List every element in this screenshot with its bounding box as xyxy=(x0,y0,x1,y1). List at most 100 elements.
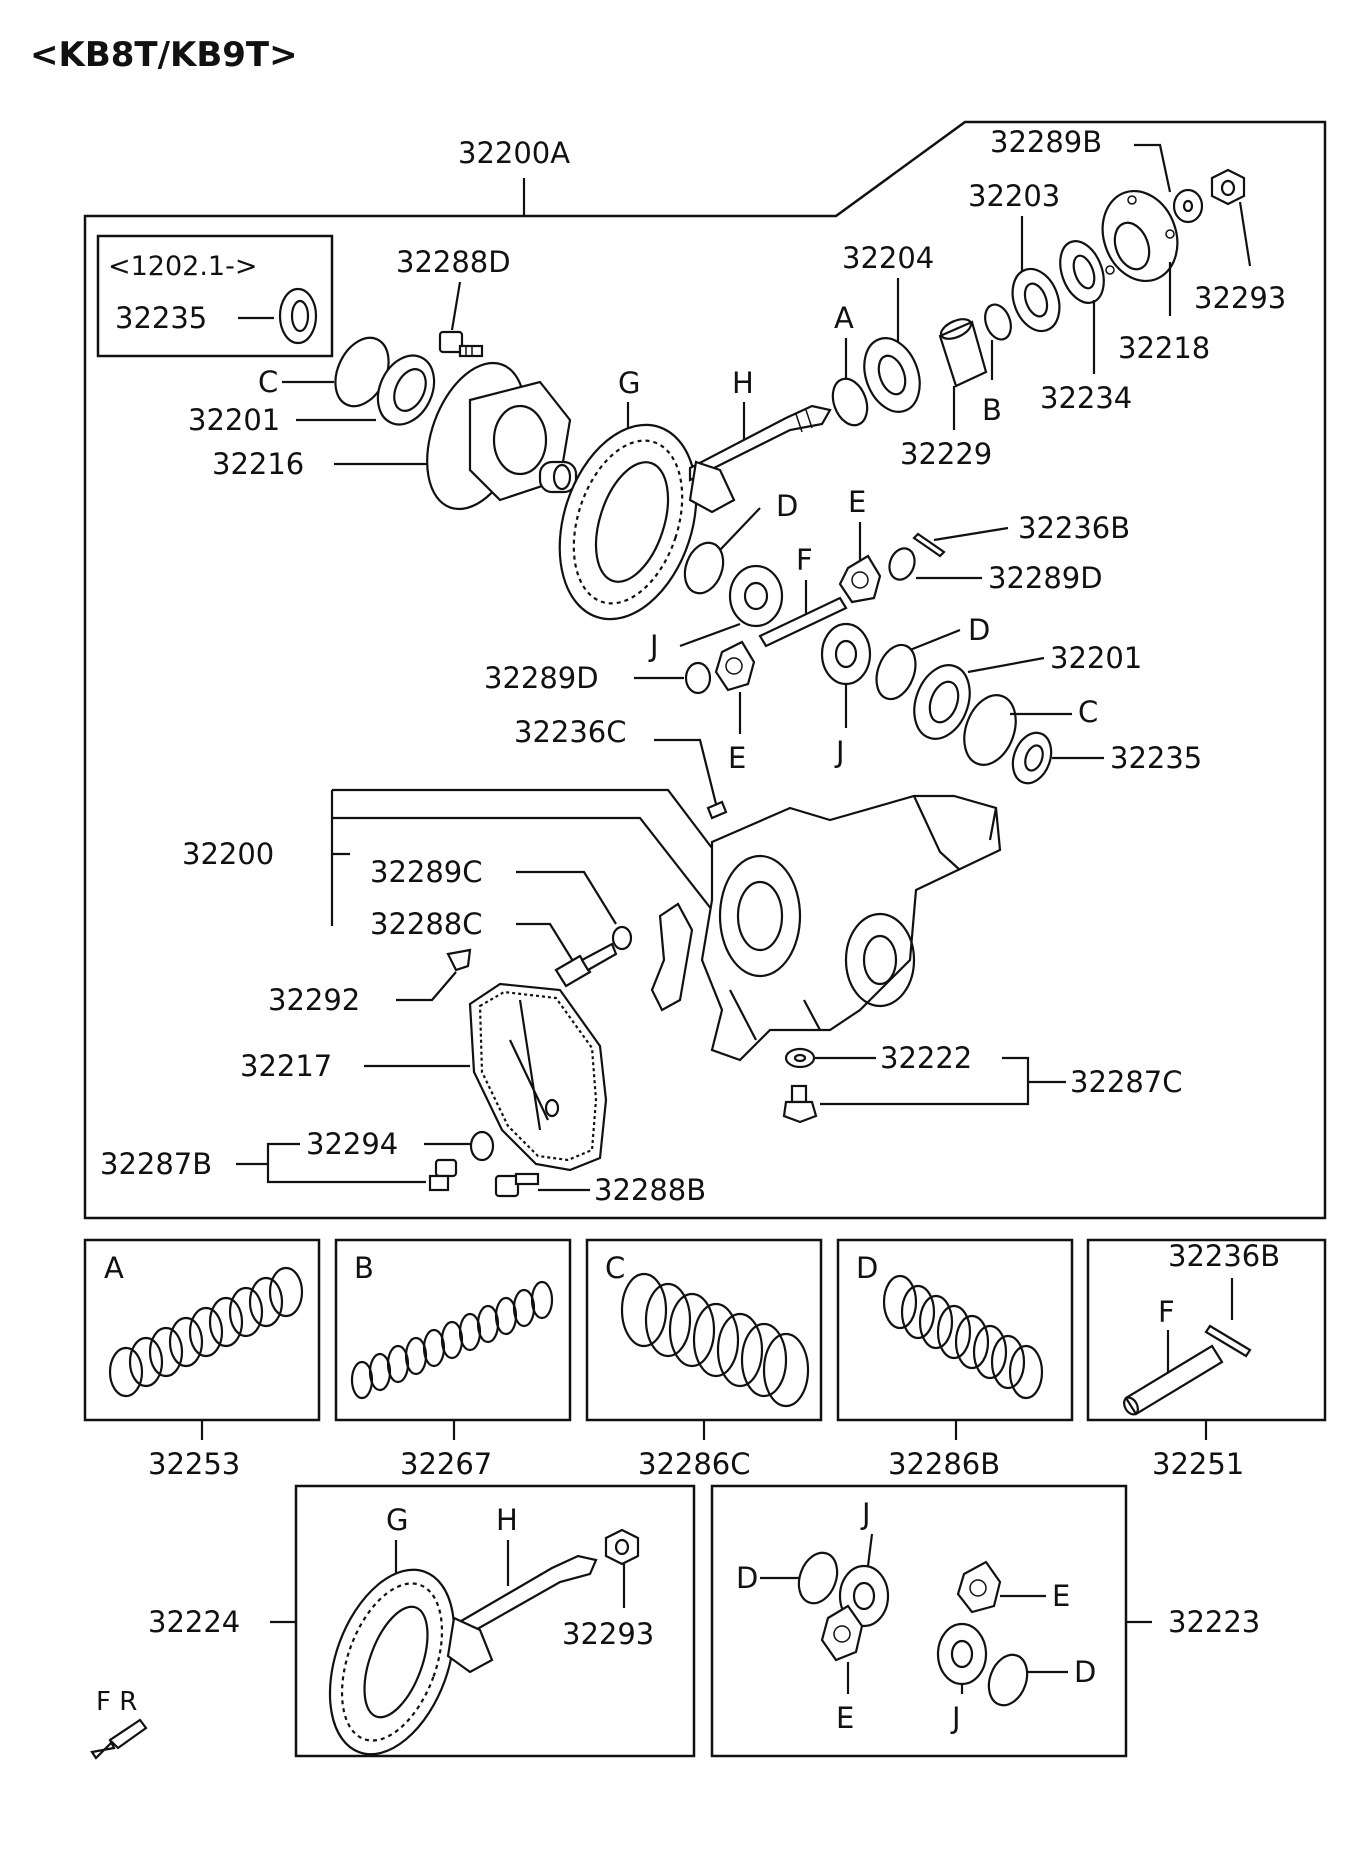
leader-diff-J-top xyxy=(866,1533,874,1567)
leader-32289B xyxy=(1134,143,1172,193)
side-gear-J-lower xyxy=(820,622,872,686)
side-gear-J-upper xyxy=(728,564,784,628)
bolt-32288C xyxy=(554,942,618,988)
label-kit-32253: 32253 xyxy=(148,1447,240,1481)
label-gear-32293: 32293 xyxy=(562,1617,654,1651)
label-32288C: 32288C xyxy=(370,907,483,941)
label-diff-D-top: D xyxy=(736,1561,758,1595)
label-kit-32286C: 32286C xyxy=(638,1447,751,1481)
washer-32294 xyxy=(469,1130,495,1162)
leader-J-upper xyxy=(679,622,741,648)
inset-box-1202 xyxy=(96,234,334,358)
drain-plug-32287C xyxy=(782,1084,818,1124)
label-diff-J-bottom: J xyxy=(950,1701,961,1735)
label-32216: 32216 xyxy=(212,447,304,481)
drive-pinion-H xyxy=(688,404,832,514)
washer-32289C xyxy=(611,925,633,951)
shim-C-right xyxy=(963,694,1017,766)
label-diff-E-left: E xyxy=(836,1701,854,1735)
label-32217: 32217 xyxy=(240,1049,332,1083)
leader-D-upper xyxy=(719,507,761,551)
oil-seal-32235-inset xyxy=(278,287,318,345)
label-J-lower: J xyxy=(834,735,845,769)
shim-D-upper xyxy=(683,541,725,595)
label-gear-G: G xyxy=(386,1503,408,1537)
label-D-right: D xyxy=(968,613,990,647)
companion-flange-32218 xyxy=(1101,189,1179,283)
label-kit-32251: 32251 xyxy=(1152,1447,1244,1481)
pin-32236C xyxy=(706,800,728,820)
kit-lock-pin xyxy=(1204,1324,1252,1358)
bearing-32201-right xyxy=(913,664,971,740)
kit-label-C: C xyxy=(605,1251,625,1285)
leader-32289C xyxy=(516,870,617,925)
front-label: F R xyxy=(96,1687,137,1717)
shim-D-right xyxy=(875,643,917,701)
label-diff-J-top: J xyxy=(860,1497,871,1531)
kit-label-D: D xyxy=(856,1251,878,1285)
leader-32287B xyxy=(236,1142,426,1184)
label-gear-H: H xyxy=(496,1503,518,1537)
nut-32293-kit xyxy=(604,1528,640,1566)
leader-32288C xyxy=(516,922,577,967)
ring-gear-G xyxy=(558,423,698,621)
plug-32292 xyxy=(446,948,472,972)
kit-box-C: C xyxy=(585,1238,823,1422)
spacer-32229 xyxy=(938,318,988,388)
label-32203: 32203 xyxy=(968,179,1060,213)
label-32201-right: 32201 xyxy=(1050,641,1142,675)
label-32289D-left: 32289D xyxy=(484,661,599,695)
differential-carrier-32200 xyxy=(700,794,1002,1062)
kit-pinion-shaft xyxy=(1124,1344,1224,1416)
label-32235-right: 32235 xyxy=(1110,741,1202,775)
label-32200A: 32200A xyxy=(458,136,570,170)
washer-32289D-left xyxy=(684,661,712,695)
label-32236B: 32236B xyxy=(1018,511,1130,545)
label-B-top: B xyxy=(982,393,1002,427)
pinion-gear-E-lower xyxy=(714,640,756,692)
shim-D-kit-top xyxy=(797,1551,839,1605)
differential-case-32216 xyxy=(426,361,578,511)
leader-32201-right xyxy=(967,656,1045,674)
kit-label-32236B: 32236B xyxy=(1168,1239,1280,1273)
label-E-upper: E xyxy=(848,485,866,519)
label-1202: <1202.1-> xyxy=(108,251,257,282)
kit-box-D: D xyxy=(836,1238,1074,1422)
leader-32236C xyxy=(654,738,718,805)
label-32289C: 32289C xyxy=(370,855,483,889)
label-kit-32286B: 32286B xyxy=(888,1447,1000,1481)
oil-seal-32234 xyxy=(1059,240,1105,304)
bearing-cap xyxy=(650,902,694,1012)
leader-32288D xyxy=(450,281,462,331)
label-32234: 32234 xyxy=(1040,381,1132,415)
bolt-32288B xyxy=(494,1172,540,1198)
label-A-top: A xyxy=(834,301,854,335)
kit-label-B: B xyxy=(354,1251,374,1285)
label-32289D-upper: 32289D xyxy=(988,561,1103,595)
shim-D-kit-bottom xyxy=(987,1653,1029,1707)
washer-32289D-upper xyxy=(888,547,916,581)
gear-set-box-32223 xyxy=(710,1484,1128,1758)
label-H-top: H xyxy=(732,366,754,400)
leader-32200 xyxy=(330,788,719,926)
label-32236C: 32236C xyxy=(514,715,627,749)
bearing-32204 xyxy=(863,337,921,413)
bolt-32288D xyxy=(438,330,484,358)
kit-label-F: F xyxy=(1158,1295,1175,1329)
ring-gear-G-kit xyxy=(328,1568,456,1756)
label-32235-inset: 32235 xyxy=(115,301,207,335)
label-diff-D-bottom: D xyxy=(1074,1655,1096,1689)
leader-32292 xyxy=(396,971,457,1002)
kit-label-A: A xyxy=(104,1251,124,1285)
label-C-right: C xyxy=(1078,695,1098,729)
pinion-gear-E-kit-left xyxy=(820,1604,864,1662)
label-diff-E-right: E xyxy=(1052,1579,1070,1613)
nut-32293-top xyxy=(1210,168,1246,206)
label-32294: 32294 xyxy=(306,1127,398,1161)
washer-32222 xyxy=(784,1047,816,1069)
label-32218: 32218 xyxy=(1118,331,1210,365)
front-arrow-icon xyxy=(90,1718,148,1760)
label-32287C: 32287C xyxy=(1070,1065,1183,1099)
leader-32293-top xyxy=(1238,201,1252,267)
